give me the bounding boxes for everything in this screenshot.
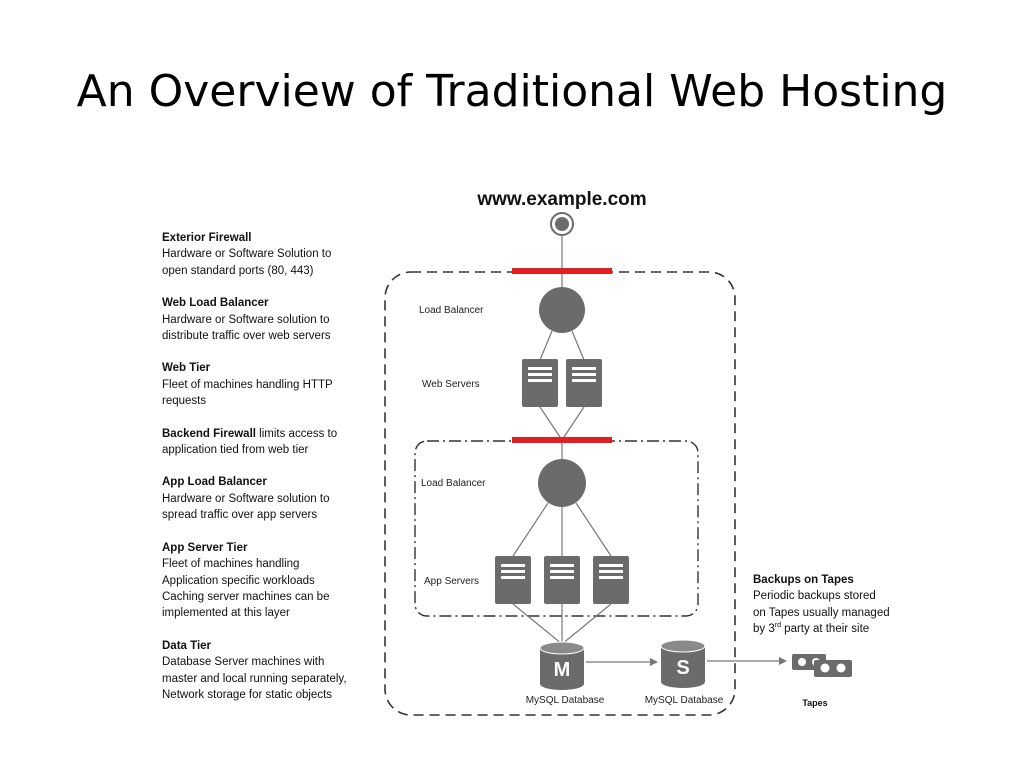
legend-heading: Exterior Firewall — [162, 232, 252, 244]
legend-line: Caching server machines can be — [162, 590, 330, 603]
exterior-firewall-bar — [512, 268, 612, 274]
connector-line — [512, 502, 549, 557]
app-load-balancer-label: Load Balancer — [421, 478, 486, 489]
legend-line: Hardware or Software Solution to — [162, 248, 332, 261]
legend-line: Hardware or Software solution to — [162, 313, 330, 326]
backups-line3-suffix: party at their site — [780, 623, 870, 636]
master-database-icon — [539, 641, 585, 690]
legend-list: Exterior Firewall Hardware or Software S… — [162, 230, 382, 719]
legend-entry-data-tier: Data Tier Database Server machines with … — [162, 638, 382, 704]
app-servers-label: App Servers — [424, 576, 479, 587]
legend-heading: App Load Balancer — [162, 476, 267, 489]
backups-heading: Backups on Tapes — [753, 574, 854, 586]
app-server-2-icon — [544, 556, 580, 604]
legend-entry-web-load-balancer: Web Load Balancer Hardware or Software s… — [162, 295, 382, 344]
internet-endpoint-icon — [550, 212, 574, 236]
connector-line — [561, 406, 585, 441]
legend-line: Fleet of machines handling HTTP — [162, 378, 333, 391]
connector-line — [575, 502, 612, 557]
slave-database-icon — [660, 639, 706, 688]
web-servers-label: Web Servers — [422, 379, 480, 390]
legend-entry-exterior-firewall: Exterior Firewall Hardware or Software S… — [162, 230, 382, 279]
arrow-right-icon — [779, 657, 787, 665]
legend-heading-suffix: limits access to — [255, 427, 338, 440]
legend-line: requests — [162, 395, 207, 408]
legend-line: master and local running separately, — [162, 672, 347, 685]
app-load-balancer-node — [538, 459, 586, 507]
backups-line: Periodic backups stored — [753, 590, 876, 603]
master-db-letter: M — [554, 659, 571, 681]
app-server-3-icon — [593, 556, 629, 604]
legend-heading: App Server Tier — [162, 541, 248, 554]
inner-boundary — [414, 440, 699, 617]
connector-line — [512, 603, 563, 645]
tapes-label: Tapes — [802, 698, 827, 708]
master-db-label: MySQL Database — [526, 695, 605, 706]
legend-entry-web-tier: Web Tier Fleet of machines handling HTTP… — [162, 360, 382, 409]
legend-entry-app-load-balancer: App Load Balancer Hardware or Software s… — [162, 474, 382, 523]
arrow-right-icon — [650, 658, 658, 666]
site-domain-label: www.example.com — [476, 189, 646, 210]
backups-line: on Tapes usually managed — [753, 606, 890, 619]
slave-db-letter: S — [676, 657, 689, 679]
legend-heading: Web Tier — [162, 362, 211, 375]
web-load-balancer-node — [539, 287, 585, 333]
web-server-2-icon — [566, 359, 602, 407]
connector-line — [561, 603, 612, 645]
legend-line: Database Server machines with — [162, 656, 325, 669]
slide-title: An Overview of Traditional Web Hosting — [76, 66, 948, 117]
legend-heading: Backend Firewall — [162, 427, 256, 440]
legend-line: spread traffic over app servers — [162, 509, 318, 522]
tapes-icon — [792, 654, 852, 677]
legend-line: Hardware or Software solution to — [162, 492, 330, 505]
web-load-balancer-label: Load Balancer — [419, 305, 484, 316]
backups-line: by 3rd party at their site — [753, 621, 933, 637]
legend-line: Fleet of machines handling — [162, 558, 300, 571]
legend-line: application tied from web tier — [162, 444, 309, 457]
legend-heading: Data Tier — [162, 639, 212, 652]
backups-line3-prefix: by 3 — [753, 623, 775, 636]
legend-line: implemented at this layer — [162, 607, 290, 620]
backups-note: Backups on Tapes Periodic backups stored… — [753, 572, 933, 638]
app-server-1-icon — [495, 556, 531, 604]
slave-db-label: MySQL Database — [645, 695, 724, 706]
connector-line — [539, 330, 553, 361]
legend-line: open standard ports (80, 443) — [162, 264, 314, 277]
legend-line: Network storage for static objects — [162, 688, 333, 701]
web-server-1-icon — [522, 359, 558, 407]
connector-line — [539, 406, 563, 441]
legend-heading: Web Load Balancer — [162, 297, 269, 310]
legend-entry-app-server-tier: App Server Tier Fleet of machines handli… — [162, 540, 382, 622]
legend-entry-backend-firewall: Backend Firewall limits access to applic… — [162, 426, 382, 459]
legend-line: distribute traffic over web servers — [162, 330, 331, 343]
backups-line3-superscript: rd — [774, 622, 781, 630]
backend-firewall-bar — [512, 437, 612, 443]
legend-line: Application specific workloads — [162, 574, 315, 587]
connector-line — [571, 330, 585, 361]
